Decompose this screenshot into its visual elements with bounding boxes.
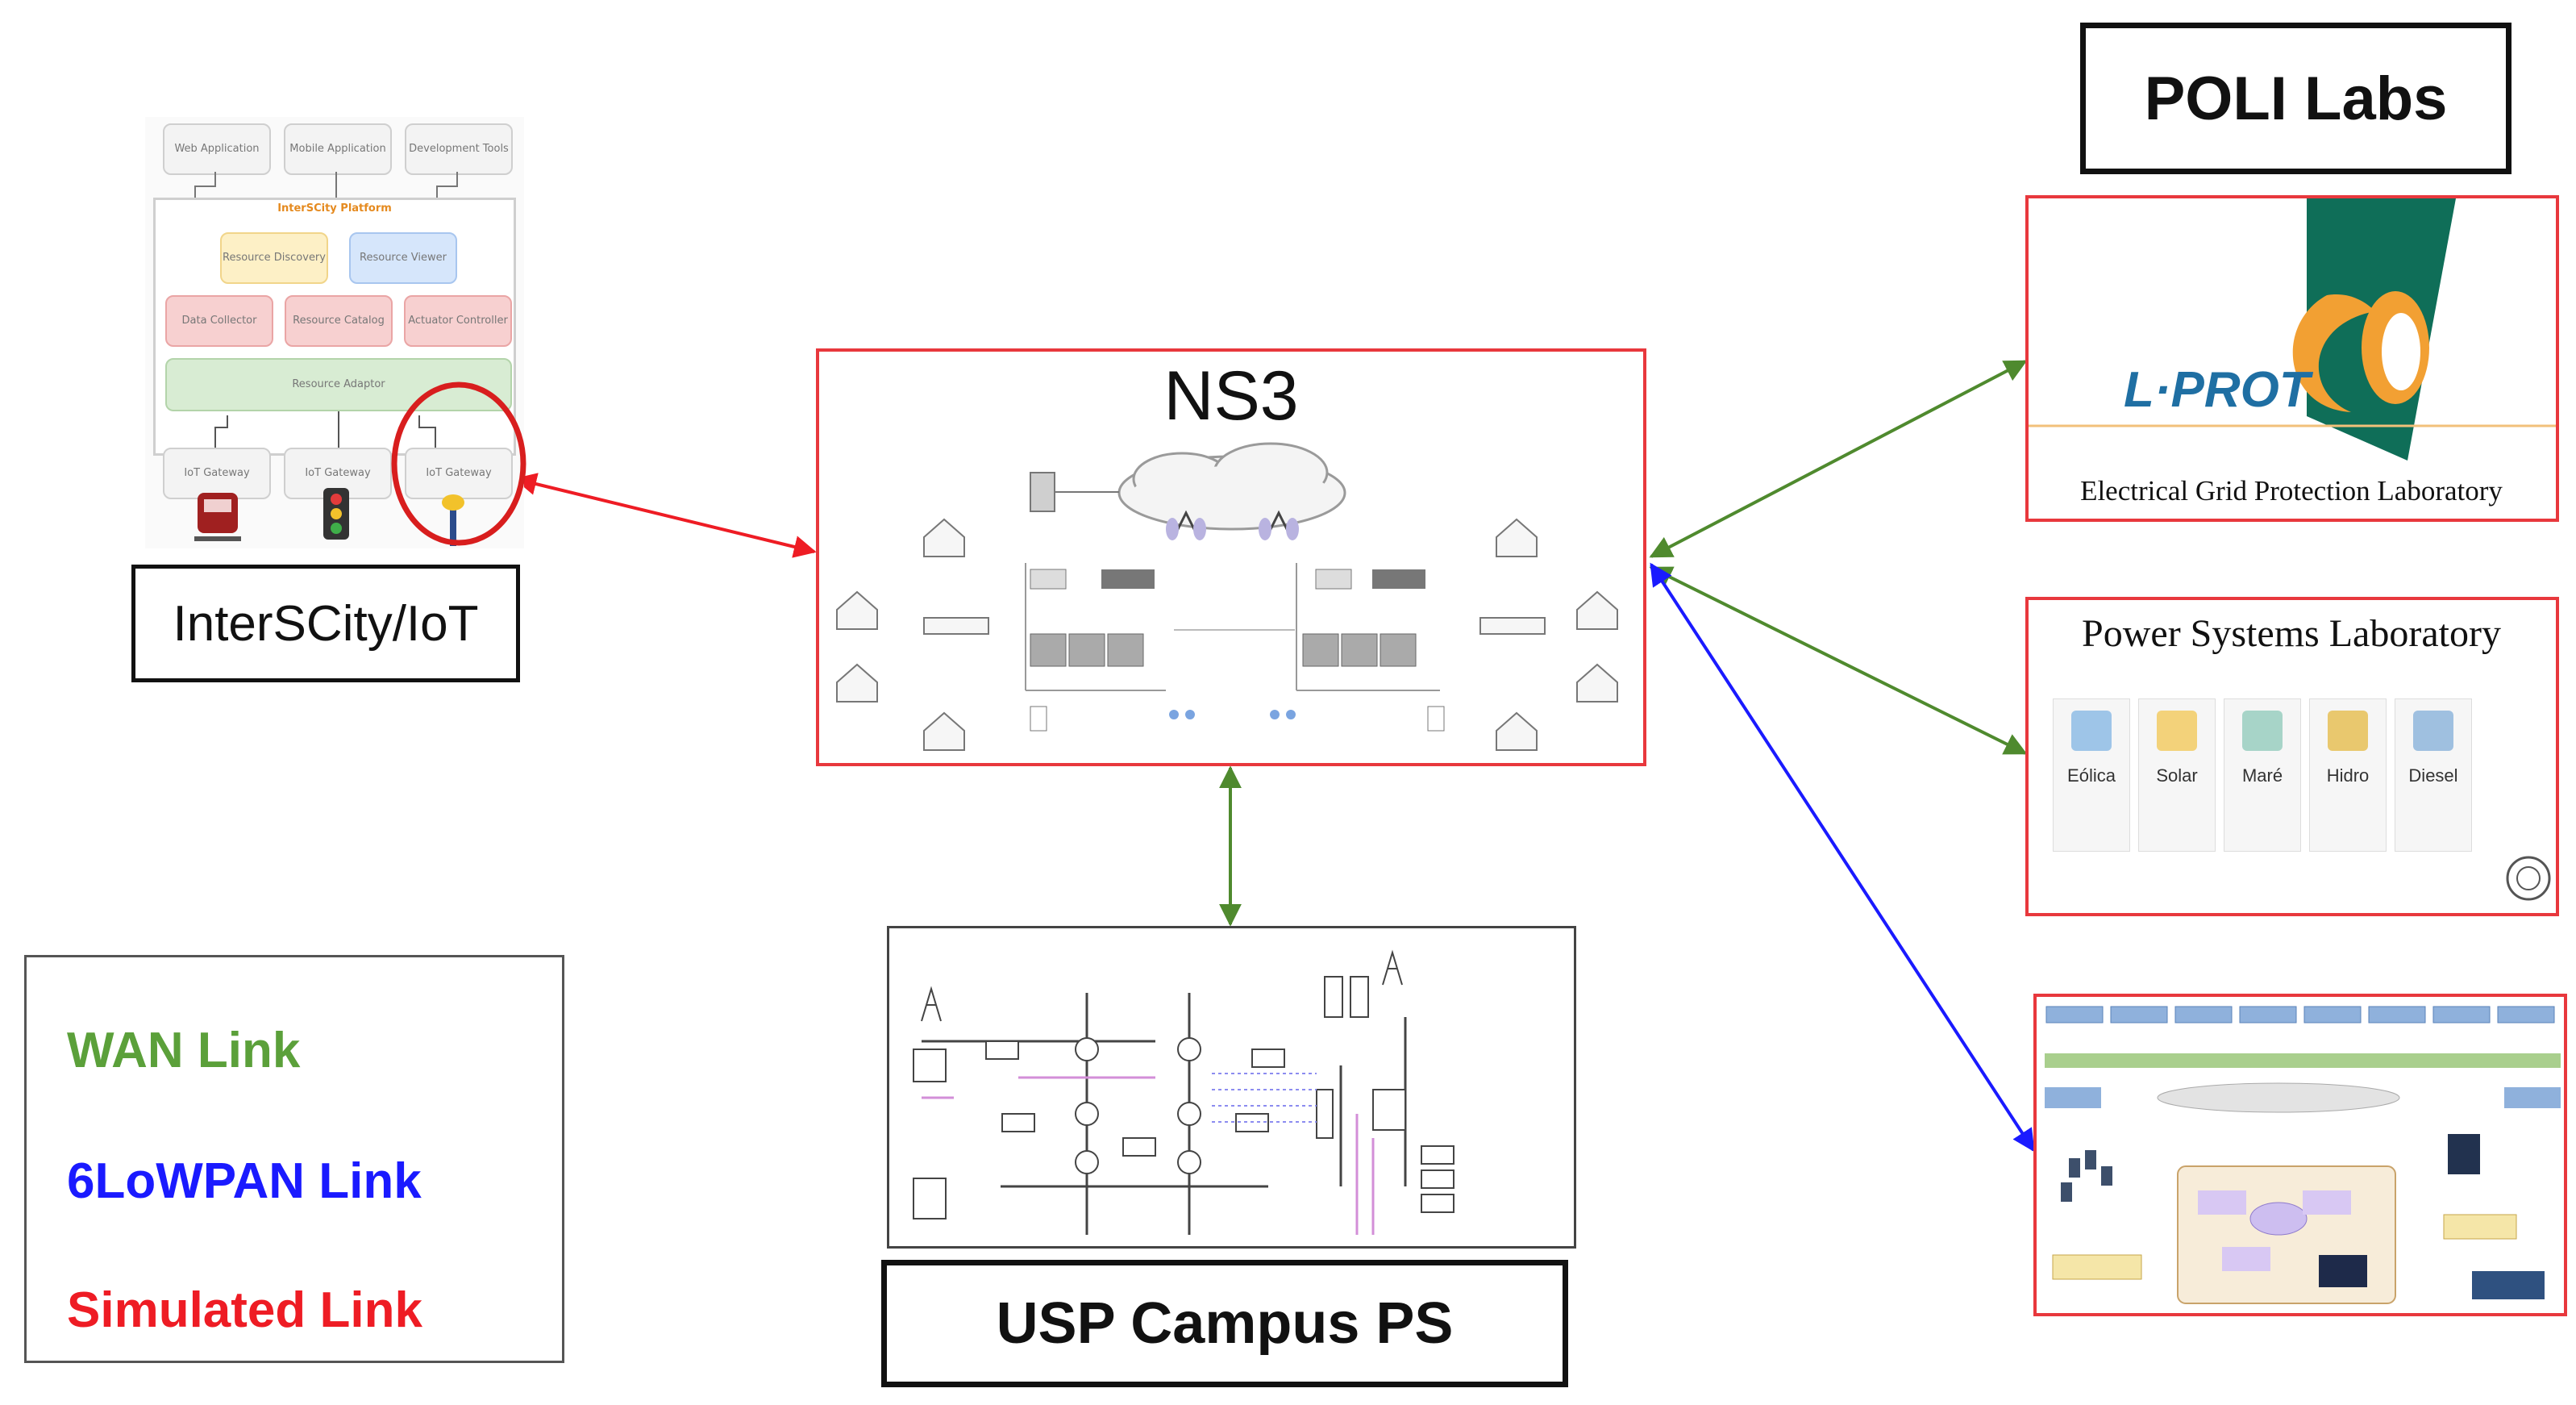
- diesel-icon: [2413, 711, 2453, 751]
- resource-viewer-label: Resource Viewer: [360, 251, 447, 264]
- iot-gateway-2-label: IoT Gateway: [305, 466, 371, 479]
- wind-icon: [2071, 711, 2112, 751]
- lab3-architecture-panel: [2033, 994, 2567, 1316]
- source-label-solar: Solar: [2156, 765, 2198, 786]
- resource-discovery-box: Resource Discovery: [220, 232, 328, 284]
- antenna-right-icon: [1259, 510, 1299, 540]
- internet-cloud-icon: [1117, 442, 1346, 531]
- source-label-eolica: Eólica: [2067, 765, 2116, 786]
- ns3-network-topology: [836, 442, 1618, 751]
- smart-homes-left: [836, 518, 989, 751]
- right-datacenter: [1296, 563, 1440, 691]
- wan-link-ns3-power-systems: [1649, 566, 2028, 755]
- ns3-box: NS3: [816, 348, 1646, 766]
- web-application-box: Web Application: [163, 123, 271, 175]
- usp-single-line-diagram: [913, 949, 1454, 1235]
- mobile-application-box: Mobile Application: [284, 123, 392, 175]
- iot-gateway-3-label: IoT Gateway: [426, 466, 492, 479]
- lab2-name: Power Systems Laboratory: [2082, 612, 2501, 655]
- highlight-circle: [391, 381, 526, 546]
- lprot-logo: [2029, 198, 2556, 461]
- legend-6lowpan-link: 6LoWPAN Link: [67, 1153, 422, 1209]
- poli-labs-label-box: POLI Labs: [2080, 23, 2511, 174]
- phone-left-icon: [1030, 706, 1047, 732]
- streetlight-icon: [442, 494, 464, 546]
- lowpan-link-ns3-lab3: [1650, 562, 2035, 1153]
- iot-gateway-1-label: IoT Gateway: [184, 466, 250, 479]
- hydro-icon: [2328, 711, 2368, 751]
- usp-schematic: [887, 926, 1576, 1249]
- interscity-architecture: Web Application Mobile Application Devel…: [145, 117, 524, 548]
- actuator-controller-label: Actuator Controller: [408, 314, 508, 327]
- source-card-hidro: Hidro: [2309, 698, 2387, 852]
- source-label-diesel: Diesel: [2408, 765, 2458, 786]
- train-icon: [194, 493, 241, 541]
- actuator-controller-box: Actuator Controller: [404, 295, 512, 347]
- legend-box: WAN Link 6LoWPAN Link Simulated Link: [24, 955, 564, 1363]
- data-collector-label: Data Collector: [181, 314, 257, 327]
- source-card-mare: Maré: [2224, 698, 2301, 852]
- resource-catalog-box: Resource Catalog: [285, 295, 393, 347]
- web-application-label: Web Application: [174, 142, 260, 155]
- poli-labs-label: POLI Labs: [2144, 64, 2448, 133]
- left-datacenter: [1025, 563, 1166, 691]
- resource-adaptor-label: Resource Adaptor: [292, 377, 385, 390]
- server-icon: [1030, 472, 1055, 512]
- source-card-solar: Solar: [2138, 698, 2216, 852]
- app-arrows: [194, 172, 458, 201]
- phone-right-icon: [1427, 706, 1445, 732]
- interscity-platform-box: InterSCity Platform Resource Discovery R…: [153, 198, 516, 456]
- smart-homes-right: [1479, 518, 1618, 751]
- resource-viewer-box: Resource Viewer: [349, 232, 457, 284]
- source-card-eolica: Eólica: [2053, 698, 2130, 852]
- ns3-title: NS3: [1163, 357, 1299, 435]
- legend-wan-link: WAN Link: [67, 1023, 301, 1078]
- university-seal-icon: [2506, 856, 2551, 901]
- tower-icons: [921, 949, 1403, 1022]
- legend-simulated-link: Simulated Link: [67, 1282, 422, 1338]
- resource-adaptor-box: Resource Adaptor: [165, 358, 512, 411]
- solar-icon: [2157, 711, 2197, 751]
- source-card-diesel: Diesel: [2395, 698, 2472, 852]
- energy-sources-row: Eólica Solar Maré Hidro Diesel: [2053, 698, 2472, 852]
- usp-label-box: USP Campus PS: [881, 1260, 1568, 1387]
- tide-icon: [2242, 711, 2283, 751]
- interscity-label-box: InterSCity/IoT: [131, 565, 520, 682]
- source-label-mare: Maré: [2241, 765, 2283, 786]
- data-collector-box: Data Collector: [165, 295, 273, 347]
- power-systems-lab-panel: Power Systems Laboratory Eólica Solar Ma…: [2025, 597, 2559, 916]
- simulated-link-interscity-ns3: [514, 473, 817, 558]
- sensor-icons: [1169, 710, 1296, 719]
- traffic-light-icon: [323, 488, 349, 540]
- gateway-arrows: [214, 411, 436, 448]
- lprot-lab-panel: L·PROT Electrical Grid Protection Labora…: [2025, 195, 2559, 522]
- development-tools-label: Development Tools: [409, 142, 509, 155]
- lab3-architecture-diagram: [2045, 1006, 2561, 1304]
- resource-discovery-label: Resource Discovery: [223, 251, 326, 264]
- antenna-left-icon: [1166, 510, 1206, 540]
- resource-catalog-label: Resource Catalog: [293, 314, 385, 327]
- interscity-label: InterSCity/IoT: [173, 595, 479, 652]
- wan-link-ns3-lprot: [1649, 360, 2028, 558]
- source-label-hidro: Hidro: [2326, 765, 2370, 786]
- usp-label: USP Campus PS: [996, 1291, 1454, 1356]
- platform-label: InterSCity Platform: [277, 202, 392, 215]
- development-tools-box: Development Tools: [405, 123, 513, 175]
- lprot-logo-text: L·PROT: [2124, 362, 2310, 418]
- lab1-name: Electrical Grid Protection Laboratory: [2080, 475, 2503, 507]
- mobile-application-label: Mobile Application: [289, 142, 386, 155]
